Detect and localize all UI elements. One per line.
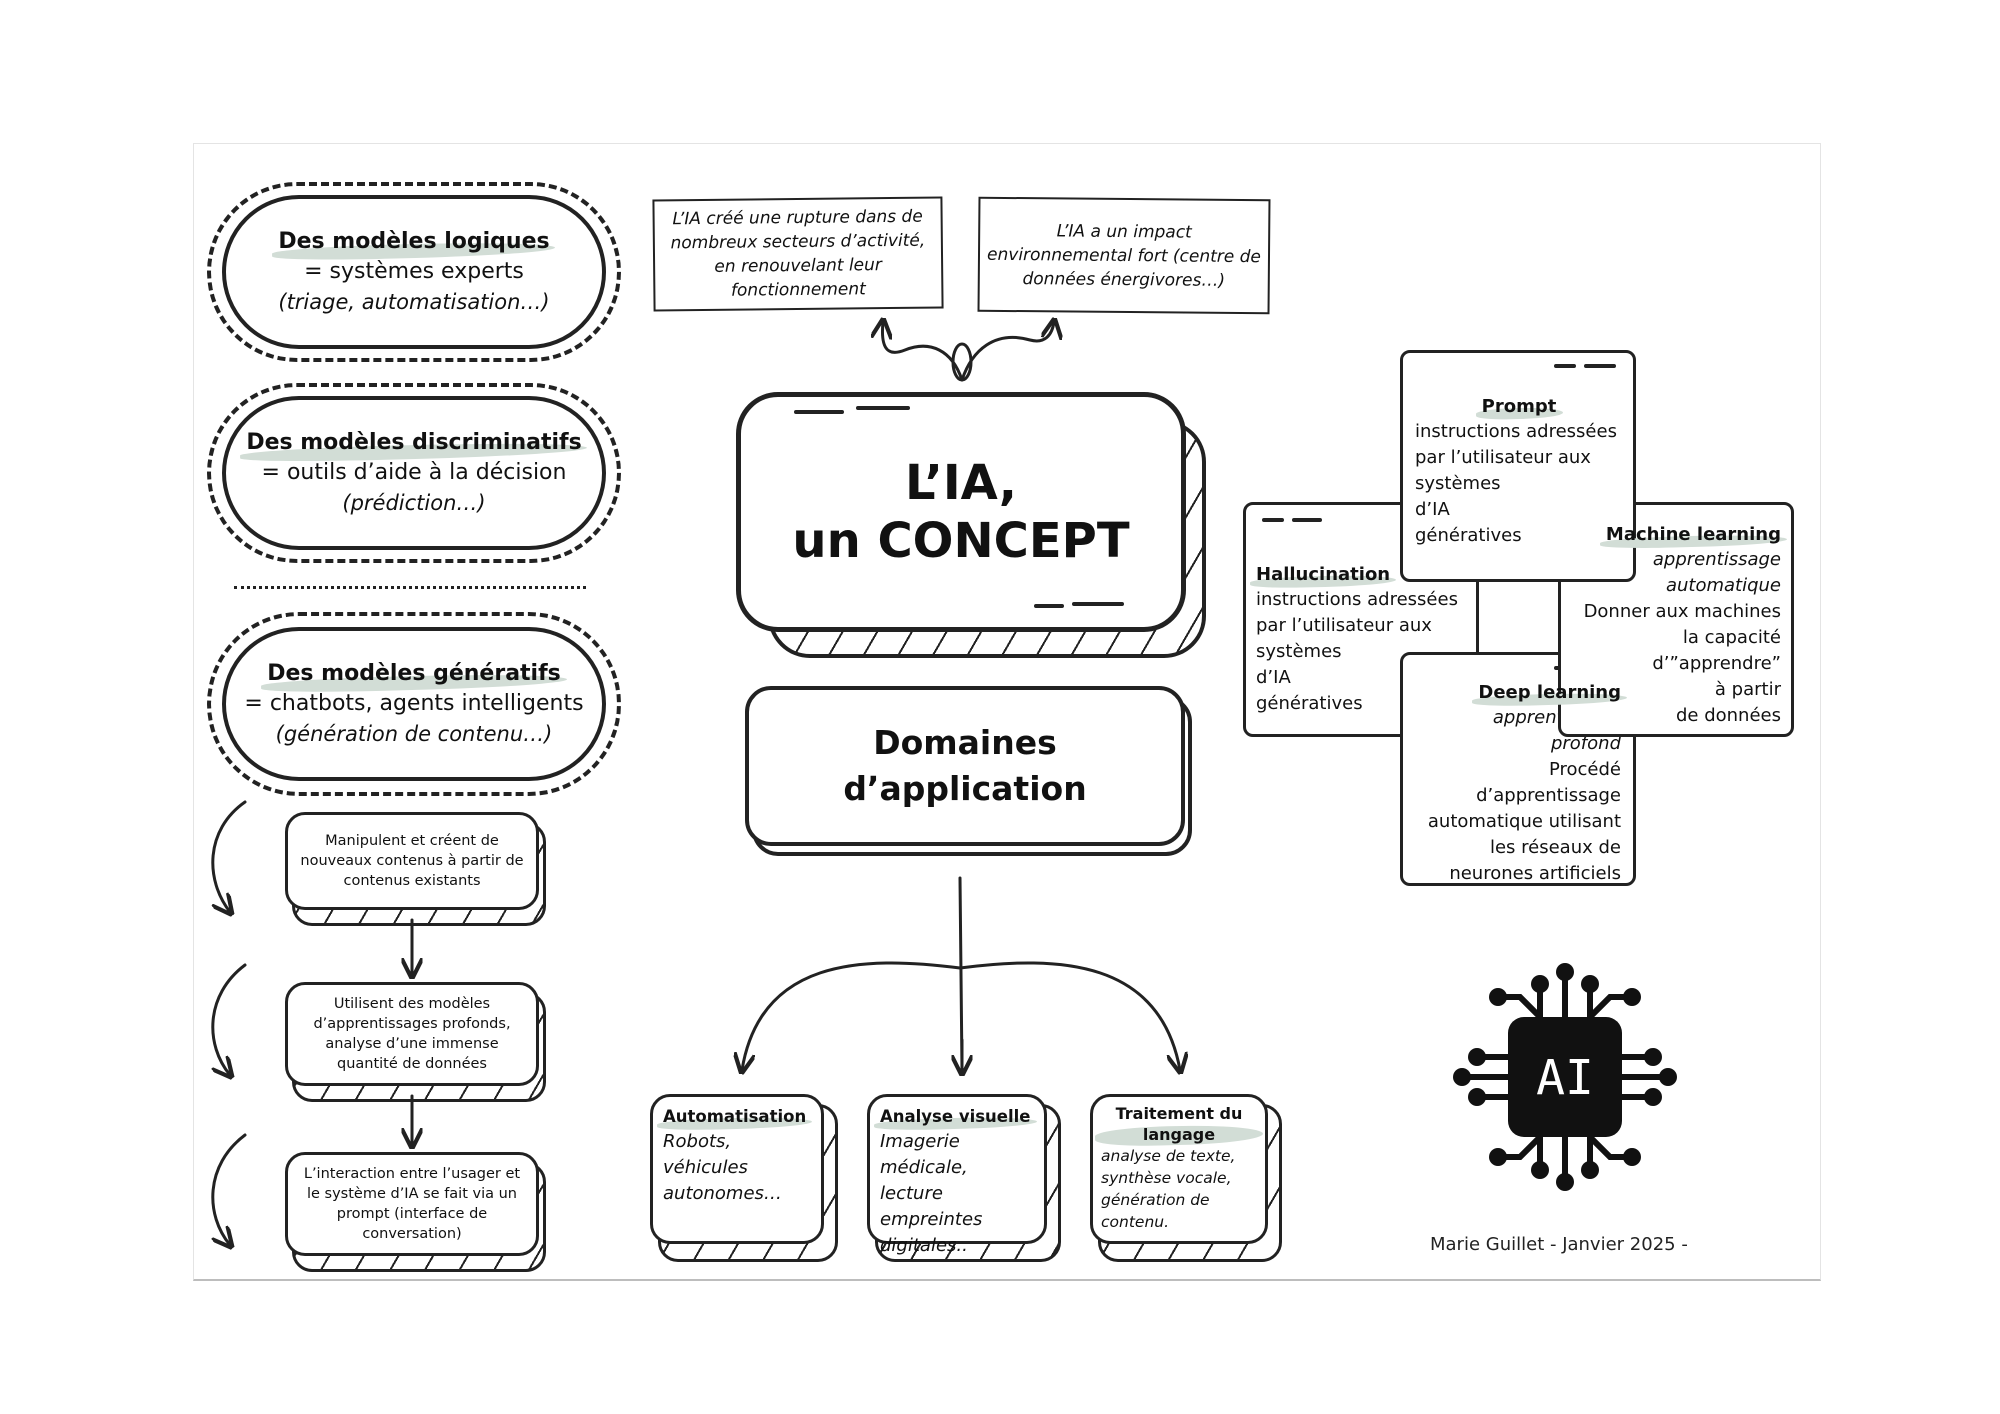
step3-box: L’interaction entre l’usager et le systè… xyxy=(285,1152,539,1256)
domain-language-title: Traitement du langage xyxy=(1101,1103,1257,1145)
machine-learning-line4: à partir xyxy=(1714,679,1781,700)
hallucination-title: Hallucination xyxy=(1256,564,1391,585)
discriminative-models-subtitle: = outils d’aide à la décision xyxy=(261,460,567,485)
pill-logical-models: Des modèles logiques = systèmes experts … xyxy=(222,195,606,349)
prompt-line3: systèmes xyxy=(1415,473,1501,494)
concept-dash-2 xyxy=(856,406,910,410)
prompt-line5: génératives xyxy=(1415,525,1522,546)
deep-learning-line3: automatique utilisant xyxy=(1427,811,1621,832)
domain-automation-card: Automatisation Robots, véhicules autonom… xyxy=(650,1094,824,1244)
prompt-dash-2 xyxy=(1584,364,1616,368)
hallucination-dash-1 xyxy=(1262,518,1284,522)
step1-text: Manipulent et créent de nouveaux contenu… xyxy=(300,833,524,889)
deep-learning-title: Deep learning xyxy=(1478,682,1621,703)
hallucination-line1: instructions adressées xyxy=(1256,589,1458,610)
discriminative-models-example: (prédiction…) xyxy=(342,491,486,515)
prompt-title: Prompt xyxy=(1481,396,1557,417)
pill-outer-logical xyxy=(207,182,621,362)
pill-generative-models: Des modèles génératifs = chatbots, agent… xyxy=(222,627,606,781)
machine-learning-italic2: automatique xyxy=(1665,575,1781,596)
concept-dash-1 xyxy=(794,410,844,414)
step1-box: Manipulent et créent de nouveaux contenu… xyxy=(285,812,539,910)
note-sector-disruption-text: L’IA créé une rupture dans de nombreux s… xyxy=(670,206,926,301)
domain-visual-title: Analyse visuelle xyxy=(880,1105,1031,1129)
logical-models-title: Des modèles logiques xyxy=(278,227,549,257)
discriminative-models-title: Des modèles discriminatifs xyxy=(246,428,581,458)
prompt-card: Prompt instructions adressées par l’util… xyxy=(1400,350,1636,582)
machine-learning-line2: la capacité xyxy=(1682,627,1781,648)
machine-learning-line1: Donner aux machines xyxy=(1583,601,1781,622)
ai-chip-icon: AI xyxy=(1453,963,1677,1191)
domain-automation-title: Automatisation xyxy=(663,1105,806,1129)
concept-dash-3 xyxy=(1034,604,1064,608)
generative-models-example: (génération de contenu…) xyxy=(275,722,553,746)
logical-models-subtitle: = systèmes experts xyxy=(304,259,524,284)
machine-learning-line5: de données xyxy=(1675,705,1781,726)
machine-learning-line3: d’”apprendre” xyxy=(1652,653,1781,674)
dotted-separator xyxy=(234,586,586,589)
domain-automation-text: Robots, véhicules autonomes… xyxy=(663,1131,782,1204)
generative-models-subtitle: = chatbots, agents intelligents xyxy=(244,691,584,716)
pill-outer-discriminative xyxy=(207,383,621,563)
deep-learning-card: Deep learning apprentissage profond Proc… xyxy=(1400,652,1636,886)
concept-dash-4 xyxy=(1072,602,1124,606)
deep-learning-line5: neurones artificiels xyxy=(1449,863,1621,884)
prompt-line2: par l’utilisateur aux xyxy=(1415,447,1591,468)
step3-text: L’interaction entre l’usager et le systè… xyxy=(303,1166,521,1242)
deep-learning-italic2: profond xyxy=(1550,733,1621,754)
note-sector-disruption: L’IA créé une rupture dans de nombreux s… xyxy=(652,196,944,312)
domain-language-text: analyse de texte, synthèse vocale, génér… xyxy=(1101,1147,1236,1231)
ai-chip-label: AI xyxy=(1536,1050,1594,1106)
signature: Marie Guillet - Janvier 2025 - xyxy=(1430,1234,1688,1255)
concept-box: L’IA, un CONCEPT xyxy=(736,392,1186,632)
concept-title-line1: L’IA, xyxy=(905,455,1017,511)
prompt-line4: d’IA xyxy=(1415,499,1450,520)
hallucination-line5: génératives xyxy=(1256,693,1363,714)
note-environment-impact-text: L’IA a un impact environnemental fort (c… xyxy=(986,220,1262,291)
domains-box: Domaines d’application xyxy=(745,686,1185,846)
deep-learning-line4: les réseaux de xyxy=(1489,837,1621,858)
pill-outer-generative xyxy=(207,612,621,796)
prompt-line1: instructions adressées xyxy=(1415,421,1617,442)
domain-visual-card: Analyse visuelle Imagerie médicale, lect… xyxy=(867,1094,1047,1256)
domains-title-line2: d’application xyxy=(843,769,1087,808)
domain-visual-text: Imagerie médicale, lecture empreintes di… xyxy=(880,1131,983,1256)
deep-learning-line2: d’apprentissage xyxy=(1476,785,1621,806)
hallucination-dash-2 xyxy=(1292,518,1322,522)
hallucination-line4: d’IA xyxy=(1256,667,1291,688)
hallucination-line2: par l’utilisateur aux xyxy=(1256,615,1432,636)
step2-box: Utilisent des modèles d’apprentissages p… xyxy=(285,982,539,1086)
generative-models-title: Des modèles génératifs xyxy=(267,659,561,689)
prompt-dash-1 xyxy=(1554,364,1576,368)
concept-title-line2: un CONCEPT xyxy=(792,513,1130,569)
pill-discriminative-models: Des modèles discriminatifs = outils d’ai… xyxy=(222,396,606,550)
hallucination-line3: systèmes xyxy=(1256,641,1342,662)
domain-language-card: Traitement du langage analyse de texte, … xyxy=(1090,1094,1268,1244)
machine-learning-italic1: apprentissage xyxy=(1652,549,1781,570)
deep-learning-line1: Procédé xyxy=(1548,759,1621,780)
domains-title-line1: Domaines xyxy=(873,723,1057,762)
machine-learning-title: Machine learning xyxy=(1605,524,1781,545)
step2-text: Utilisent des modèles d’apprentissages p… xyxy=(313,996,511,1072)
note-environment-impact: L’IA a un impact environnemental fort (c… xyxy=(977,196,1271,315)
logical-models-example: (triage, automatisation…) xyxy=(278,290,550,314)
